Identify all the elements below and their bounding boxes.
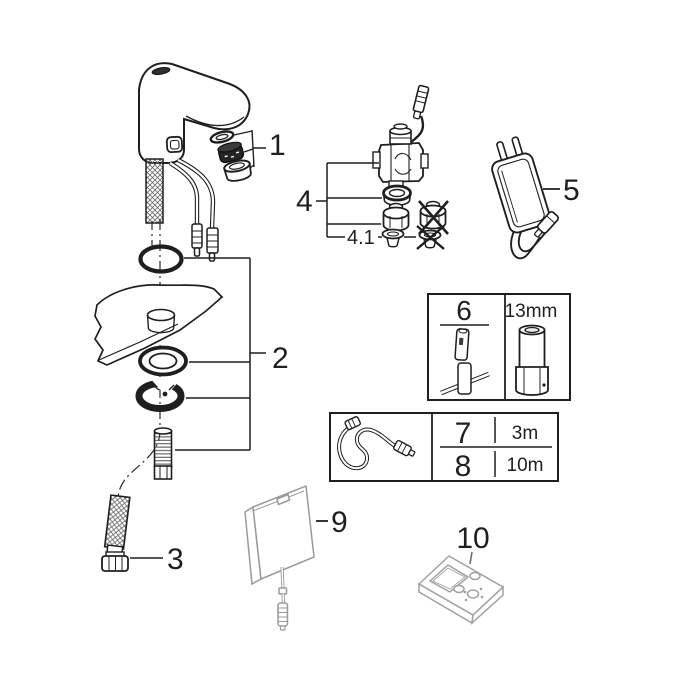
valve-ring-nut bbox=[382, 184, 412, 207]
socket-13mm bbox=[515, 324, 549, 396]
supply-hose-braided bbox=[145, 158, 164, 224]
strainer-sieve bbox=[381, 228, 405, 248]
crossed-out-mark bbox=[418, 200, 449, 235]
label-part6: 6 bbox=[456, 295, 472, 326]
threaded-stud bbox=[153, 427, 173, 480]
aerator-parts bbox=[209, 129, 266, 182]
supply-hose-part bbox=[101, 494, 163, 572]
solenoid-valve-set bbox=[316, 84, 449, 250]
power-supply-plug bbox=[491, 136, 560, 260]
remote-control bbox=[417, 551, 505, 625]
remote-screen bbox=[428, 564, 470, 593]
power-box-tab bbox=[276, 493, 291, 506]
part2-bracket bbox=[175, 257, 266, 451]
label-part3: 3 bbox=[167, 543, 184, 576]
label-part1: 1 bbox=[269, 129, 286, 162]
horseshoe-washer bbox=[135, 376, 185, 412]
label-part4: 4 bbox=[296, 185, 313, 218]
sink-deck bbox=[94, 284, 224, 366]
remote-buttons bbox=[453, 571, 484, 602]
cable-connector bbox=[206, 227, 219, 262]
aerator-shroud bbox=[223, 159, 252, 182]
label-part8: 8 bbox=[455, 450, 472, 483]
label-part9: 9 bbox=[331, 506, 348, 539]
label-part2: 2 bbox=[272, 342, 289, 375]
mounting-tool bbox=[440, 328, 490, 396]
solenoid-valve-body bbox=[372, 123, 429, 188]
sensor-slot bbox=[151, 66, 171, 76]
part10-leader bbox=[469, 551, 473, 565]
battery-power-box bbox=[244, 484, 328, 631]
aerator-gasket bbox=[209, 130, 235, 144]
deck-hole bbox=[146, 308, 176, 322]
label-part7-length: 3m bbox=[512, 423, 538, 444]
label-part4-sub: 4.1 bbox=[347, 227, 375, 249]
label-socket-size: 13mm bbox=[505, 301, 558, 322]
crossed-out-mark bbox=[416, 225, 445, 250]
power-box-connector bbox=[277, 602, 289, 631]
part1-leader bbox=[233, 129, 266, 169]
mounting-set bbox=[94, 244, 266, 480]
tool-box bbox=[427, 293, 571, 401]
faucet-illustration bbox=[138, 62, 251, 262]
plug-cable-connector bbox=[534, 210, 560, 238]
aerator-mousseur bbox=[217, 141, 245, 164]
o-ring bbox=[138, 244, 184, 274]
label-part10: 10 bbox=[456, 522, 489, 555]
label-part5: 5 bbox=[563, 174, 580, 207]
base-gasket-ring bbox=[138, 345, 188, 377]
cable-connector bbox=[191, 223, 203, 257]
hose-nut bbox=[101, 551, 129, 572]
label-part7: 7 bbox=[455, 417, 472, 450]
cable-box bbox=[329, 412, 559, 482]
sensor-window bbox=[165, 135, 184, 154]
extension-cable bbox=[337, 416, 416, 471]
union-nut bbox=[382, 202, 410, 232]
part4-bracket bbox=[316, 162, 416, 238]
valve-cable-connector bbox=[412, 84, 430, 120]
label-part8-length: 10m bbox=[507, 455, 544, 476]
